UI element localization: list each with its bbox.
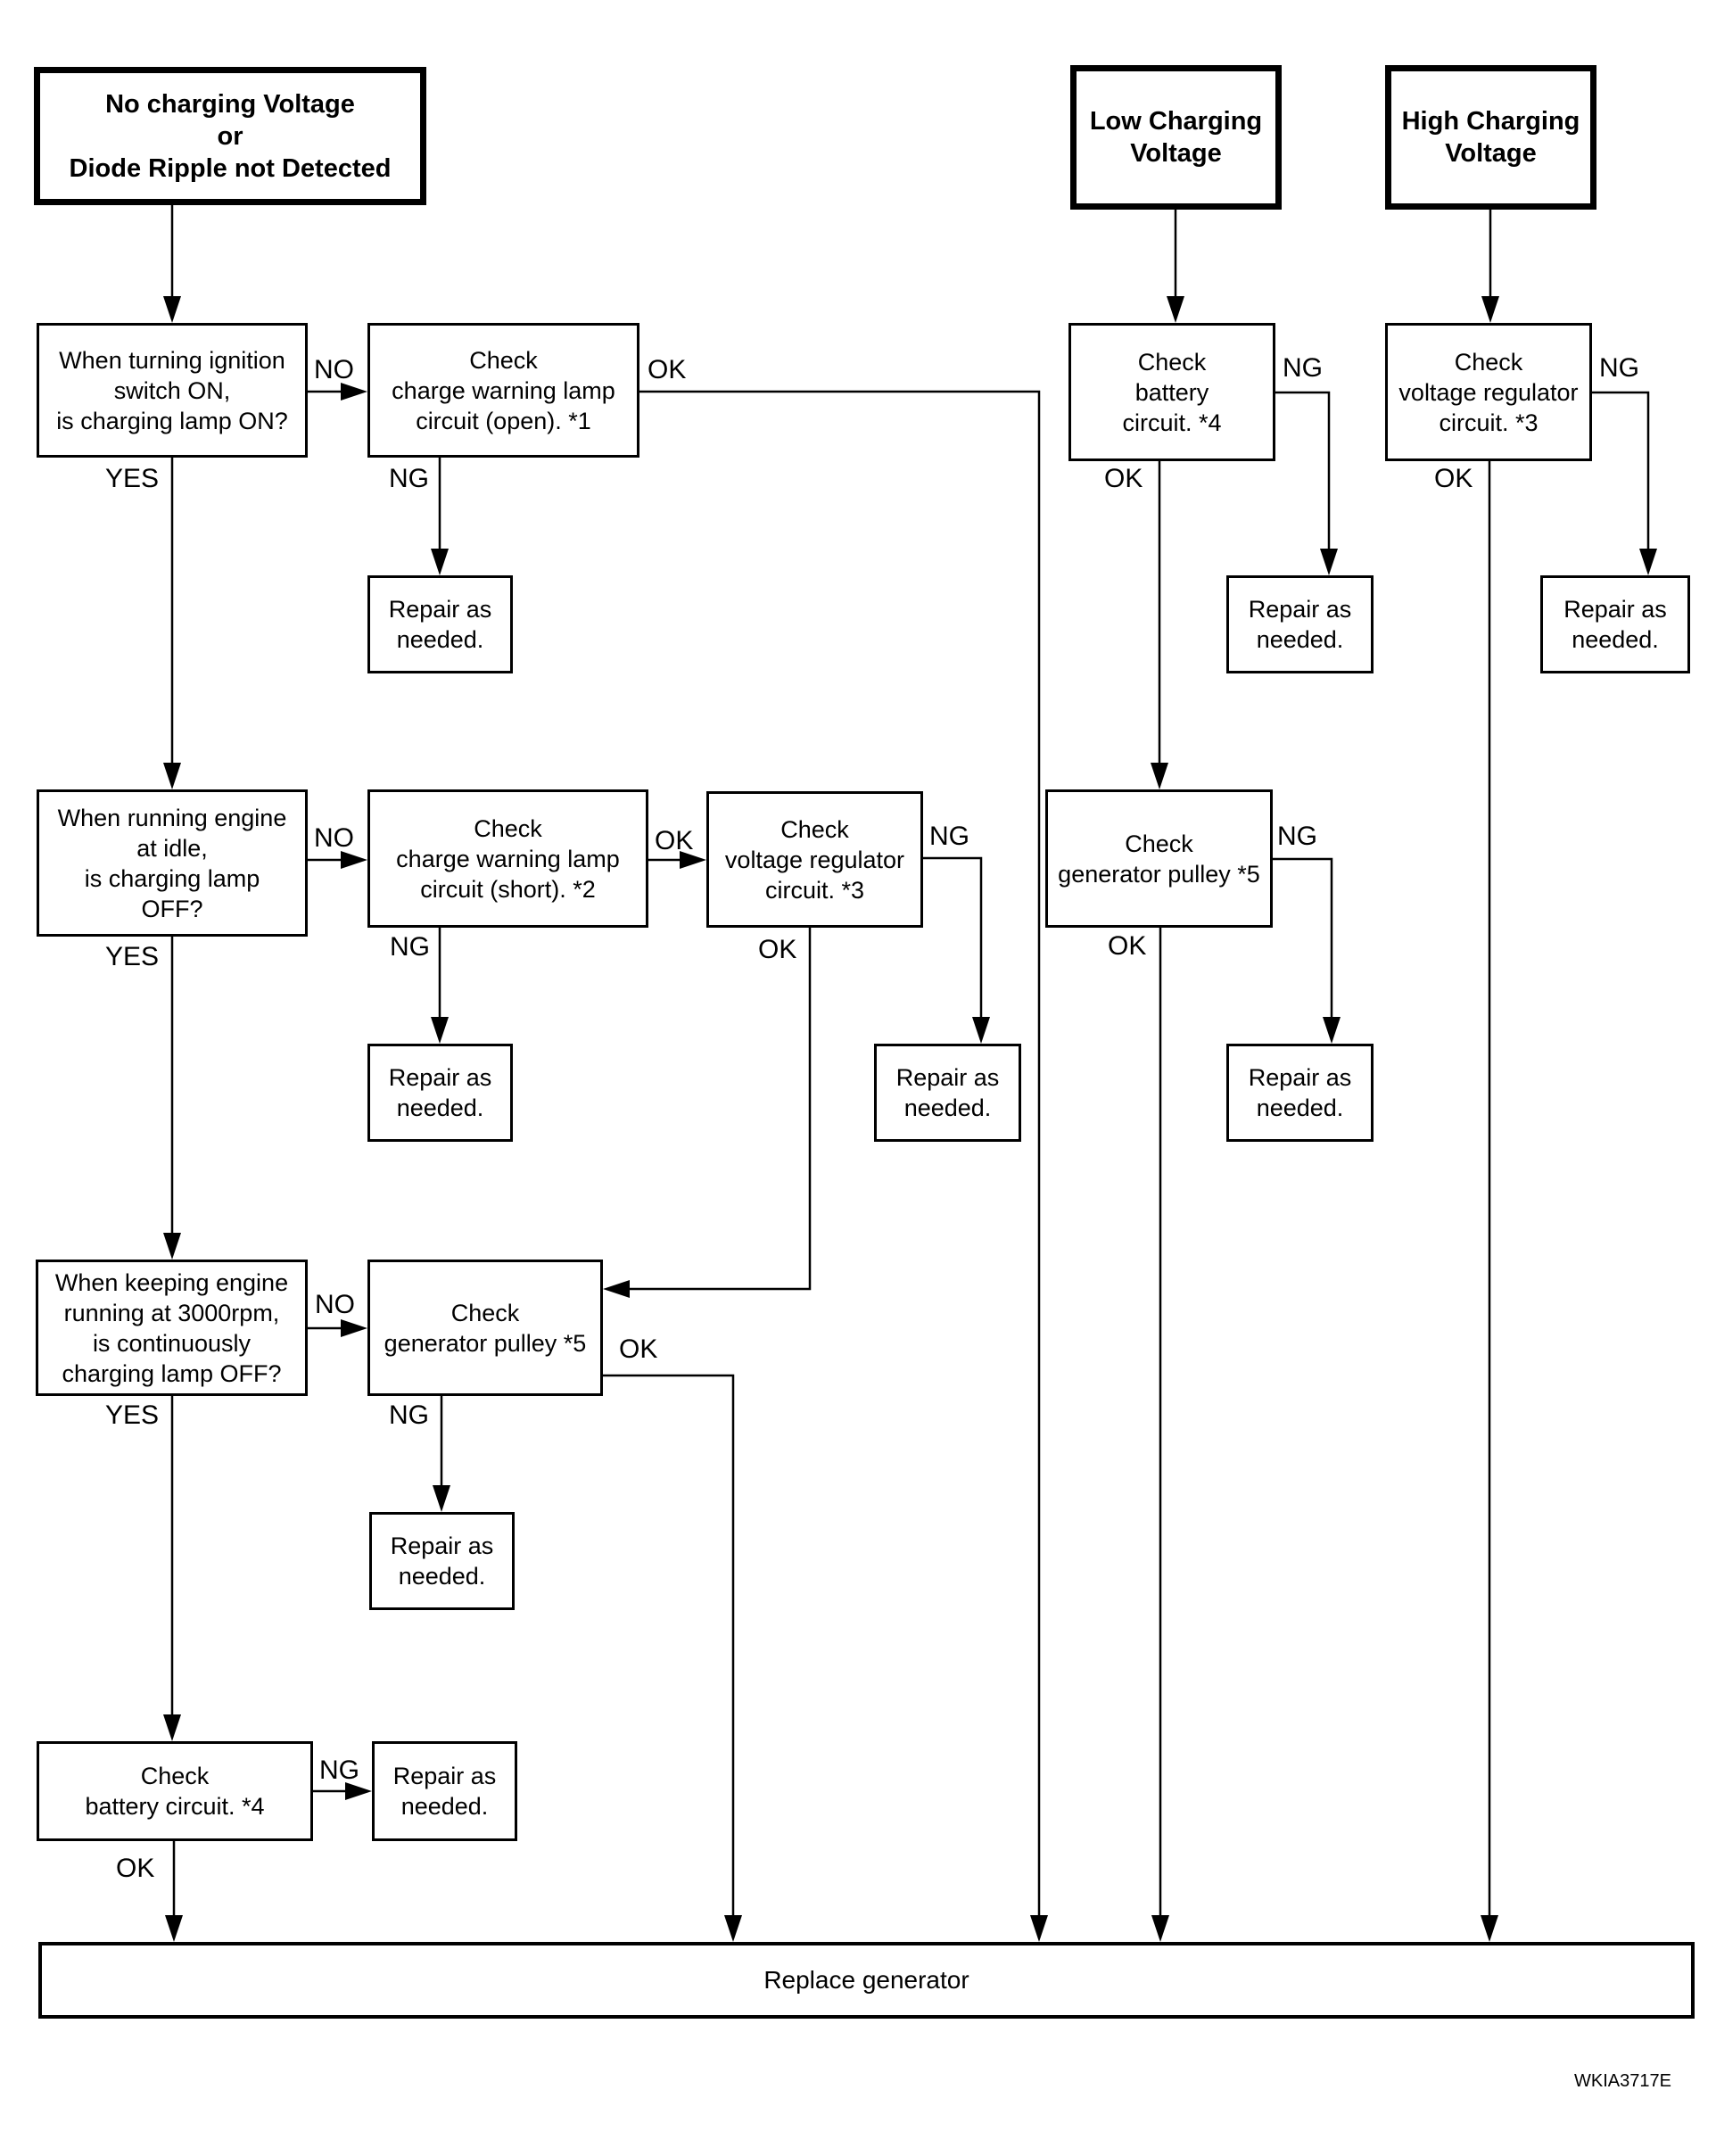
label-no-q3: NO bbox=[315, 1290, 355, 1319]
repair-as-needed-pulley-right: Repair as needed. bbox=[1226, 1044, 1374, 1142]
repair-as-needed-6: Repair as needed. bbox=[372, 1741, 517, 1841]
label-ok-voltregtop: OK bbox=[1434, 464, 1473, 493]
question-3000rpm-lamp-off: When keeping engine running at 3000rpm, … bbox=[36, 1260, 308, 1396]
label-ok-lampopen: OK bbox=[648, 355, 687, 384]
edge-voltregtop-ng-to-repair bbox=[1592, 391, 1657, 575]
label-ok-batterytop: OK bbox=[1104, 464, 1143, 493]
label-yes-q2: YES bbox=[105, 942, 160, 971]
label-ok-batterybottom: OK bbox=[116, 1854, 155, 1883]
repair-as-needed-1: Repair as needed. bbox=[367, 575, 513, 673]
repair-as-needed-voltreg-top: Repair as needed. bbox=[1540, 575, 1690, 673]
entry-high-charging-voltage: High Charging Voltage bbox=[1385, 65, 1596, 210]
figure-id-watermark: WKIA3717E bbox=[1574, 2071, 1671, 2091]
replace-generator-bar: Replace generator bbox=[38, 1942, 1695, 2019]
label-ok-pulleyright: OK bbox=[1108, 931, 1147, 961]
edge-pulleyright-ng-to-repair bbox=[1273, 857, 1341, 1044]
label-ok-voltregmid: OK bbox=[758, 935, 797, 964]
label-no-q2: NO bbox=[314, 823, 354, 853]
edge-voltregmid-ok-to-pulleymid bbox=[603, 928, 812, 1298]
check-battery-circuit-top: Check battery circuit. *4 bbox=[1068, 323, 1275, 461]
label-ng-lampopen: NG bbox=[389, 464, 429, 493]
edge-batterytop-ng-to-repair bbox=[1275, 391, 1338, 575]
label-ng-batterytop: NG bbox=[1283, 353, 1323, 383]
label-yes-q3: YES bbox=[105, 1400, 160, 1430]
check-generator-pulley-mid: Check generator pulley *5 bbox=[367, 1260, 603, 1396]
check-voltage-regulator-top: Check voltage regulator circuit. *3 bbox=[1385, 323, 1592, 461]
repair-as-needed-3: Repair as needed. bbox=[874, 1044, 1021, 1142]
entry-no-charging-voltage: No charging Voltage or Diode Ripple not … bbox=[34, 67, 426, 205]
label-ok-lampshort: OK bbox=[655, 826, 694, 855]
label-ng-voltregmid: NG bbox=[929, 822, 969, 851]
check-charge-warning-lamp-short: Check charge warning lamp circuit (short… bbox=[367, 789, 648, 928]
entry-low-charging-voltage: Low Charging Voltage bbox=[1070, 65, 1282, 210]
repair-as-needed-5: Repair as needed. bbox=[369, 1512, 515, 1610]
label-ng-batterybottom: NG bbox=[319, 1755, 359, 1785]
edge-lampopen-ok-to-replace bbox=[639, 390, 1048, 1942]
label-ng-pulleyright: NG bbox=[1277, 822, 1317, 851]
check-battery-circuit-bottom: Check battery circuit. *4 bbox=[37, 1741, 313, 1841]
check-voltage-regulator-mid: Check voltage regulator circuit. *3 bbox=[706, 791, 923, 928]
check-charge-warning-lamp-open: Check charge warning lamp circuit (open)… bbox=[367, 323, 639, 458]
question-idle-lamp-off: When running engine at idle, is charging… bbox=[37, 789, 308, 937]
label-ok-pulleymid: OK bbox=[619, 1334, 658, 1364]
question-ignition-lamp-on: When turning ignition switch ON, is char… bbox=[37, 323, 308, 458]
check-generator-pulley-right: Check generator pulley *5 bbox=[1045, 789, 1273, 928]
label-yes-q1: YES bbox=[105, 464, 160, 493]
repair-as-needed-2: Repair as needed. bbox=[367, 1044, 513, 1142]
label-ng-lampshort: NG bbox=[390, 932, 430, 962]
label-no-q1: NO bbox=[314, 355, 354, 384]
edge-voltregmid-ng-to-repair3 bbox=[923, 856, 990, 1044]
repair-as-needed-battery-top: Repair as needed. bbox=[1226, 575, 1374, 673]
edge-pulleymid-ok-to-replace bbox=[603, 1374, 742, 1942]
label-ng-pulleymid: NG bbox=[389, 1400, 429, 1430]
label-ng-voltregtop: NG bbox=[1599, 353, 1639, 383]
